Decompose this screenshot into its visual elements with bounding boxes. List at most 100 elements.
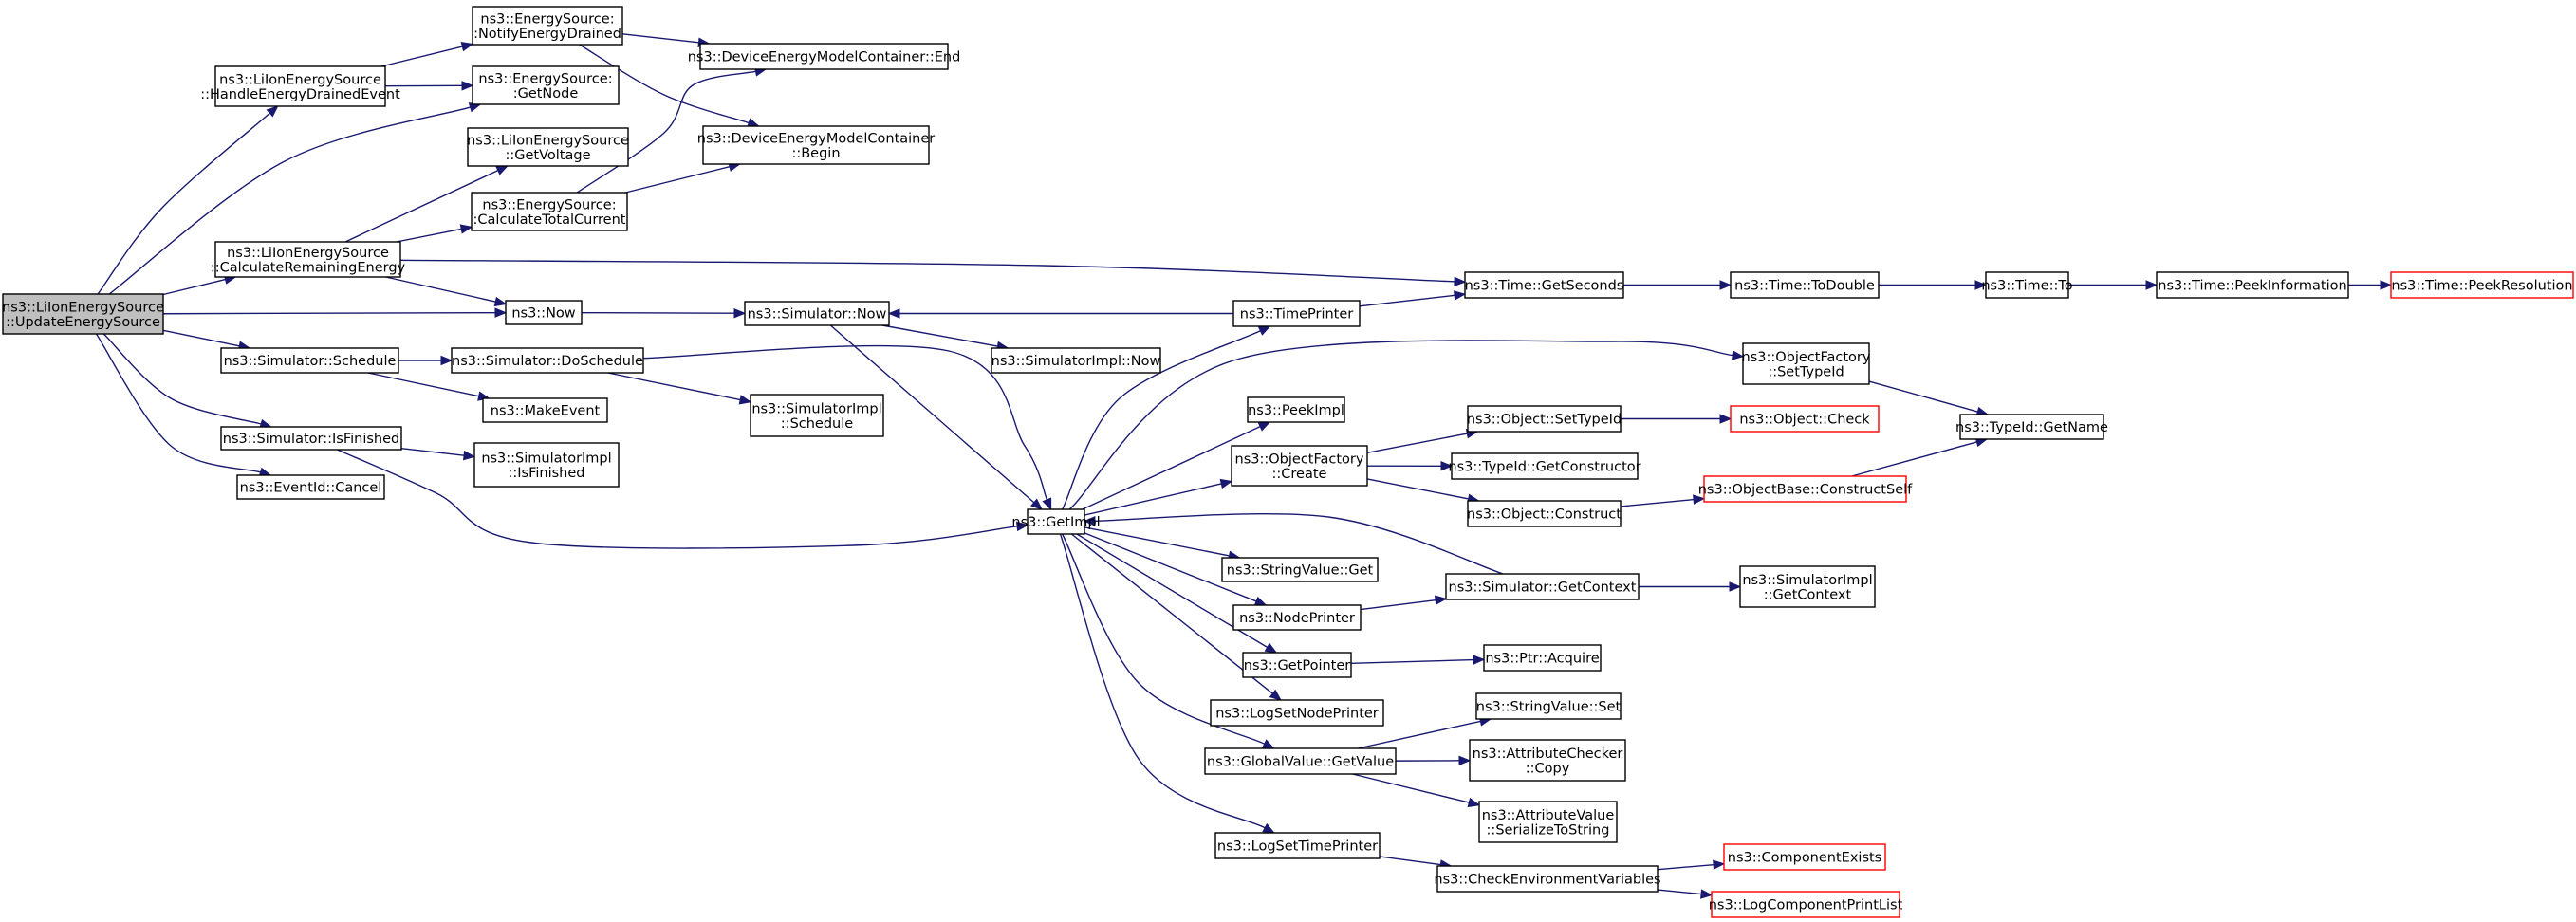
node-getseconds[interactable]: ns3::Time::GetSeconds [1464,271,1624,299]
node-root[interactable]: ns3::LiIonEnergySource::UpdateEnergySour… [2,293,164,335]
node-label: ns3::DeviceEnergyModelContainer [697,131,936,146]
node-timeprinter[interactable]: ns3::TimePrinter [1232,300,1361,327]
node-logcompprint[interactable]: ns3::LogComponentPrintList [1709,891,1903,918]
node-avser[interactable]: ns3::AttributeValue::SerializeToString [1478,801,1618,843]
arrowhead [1974,280,1988,290]
edge-calcrem-to-getseconds [399,259,1467,287]
node-acopy[interactable]: ns3::AttributeChecker::Copy [1469,739,1626,782]
node-label: ns3::AttributeChecker [1473,747,1623,762]
node-compexists[interactable]: ns3::ComponentExists [1723,843,1886,871]
node-label: ns3::Simulator::DoSchedule [452,354,643,369]
node-sisched[interactable]: ns3::SimulatorImpl::Schedule [750,394,884,437]
node-handle[interactable]: ns3::LiIonEnergySource::HandleEnergyDrai… [200,65,400,107]
arrowhead [733,307,747,319]
node-box [473,442,620,488]
node-objsettypeid[interactable]: ns3::Object::SetTypeId [1467,405,1622,433]
edge-dosched-to-sisched [607,372,752,405]
node-dmcend[interactable]: ns3::DeviceEnergyModelContainer::End [688,43,961,70]
edge-root-to-calcrem [162,274,237,296]
node-makeevent[interactable]: ns3::MakeEvent [482,397,608,423]
node-siminow[interactable]: ns3::SimulatorImpl::Now [991,347,1161,374]
arrowhead [494,307,508,318]
node-box [214,241,401,278]
node-objconstruct[interactable]: ns3::Object::Construct [1467,500,1622,527]
arrowhead [1700,889,1714,899]
edge-root-to-getnode [108,102,482,295]
node-now[interactable]: ns3::Now [505,300,583,325]
node-svget[interactable]: ns3::StringValue::Get [1221,557,1379,582]
node-nodeprinter[interactable]: ns3::NodePrinter [1232,604,1362,631]
node-ofcreate[interactable]: ns3::ObjectFactory::Create [1231,445,1368,487]
node-peekinfo[interactable]: ns3::Time::PeekInformation [2156,271,2349,299]
node-label: ns3::Object::Construct [1467,507,1622,523]
node-typeidgetname[interactable]: ns3::TypeId::GetName [1955,414,2108,440]
node-label: ns3::Object::Check [1739,413,1870,428]
edge-notify-to-dmcend [621,33,711,47]
node-simgetctx[interactable]: ns3::Simulator::GetContext [1445,573,1640,600]
node-label: ::GetContext [1764,587,1852,602]
edge-isfin-to-getimpl [337,449,1029,549]
node-logsetnode[interactable]: ns3::LogSetNodePrinter [1210,699,1384,727]
edge-root-to-sched [162,329,251,351]
node-box [1739,565,1876,608]
node-calctot[interactable]: ns3::EnergySource::CalculateTotalCurrent [471,192,628,231]
node-getnode[interactable]: ns3::EnergySource::GetNode [472,65,620,105]
node-todouble[interactable]: ns3::Time::ToDouble [1730,271,1880,299]
node-label: ns3::Time::PeekInformation [2158,279,2346,294]
node-label: ns3::SimulatorImpl [481,451,611,466]
arrowhead [2145,280,2159,290]
edge-dosched-to-getimpl [642,344,1052,511]
node-ptracquire[interactable]: ns3::Ptr::Acquire [1483,644,1602,672]
node-timeto[interactable]: ns3::Time::To [1981,271,2073,299]
node-dosched[interactable]: ns3::Simulator::DoSchedule [451,347,644,374]
edge-calcrem-to-getvolt [344,165,509,243]
edge-sched-to-makeevent [367,372,491,401]
node-box [1210,699,1384,727]
node-dmcbegin[interactable]: ns3::DeviceEnergyModelContainer::Begin [697,125,936,165]
node-siisfin[interactable]: ns3::SimulatorImpl::IsFinished [473,442,620,488]
node-peekimpl[interactable]: ns3::PeekImpl [1247,396,1345,423]
node-sched[interactable]: ns3::Simulator::Schedule [220,347,399,374]
node-box [1232,604,1362,631]
node-isfin[interactable]: ns3::Simulator::IsFinished [220,426,402,451]
arrowhead [1257,421,1271,432]
edge-timeprinter-to-getseconds [1359,290,1467,307]
node-getimpl[interactable]: ns3::GetImpl [1011,508,1101,535]
node-label: ns3::GlobalValue::GetValue [1207,755,1394,770]
edge-handle-to-getnode [384,81,474,91]
node-svset[interactable]: ns3::StringValue::Set [1475,692,1622,720]
node-ofsettypeid[interactable]: ns3::ObjectFactory::SetTypeId [1742,342,1871,385]
edge-simgetctx-to-getimpl [1083,512,1504,575]
node-objcheck[interactable]: ns3::Object::Check [1730,405,1880,433]
node-sigetctx[interactable]: ns3::SimulatorImpl::GetContext [1739,565,1876,608]
arrowhead [1467,797,1481,808]
node-typeidgetctor[interactable]: ns3::TypeId::GetConstructor [1448,452,1641,480]
node-box [1723,843,1886,871]
node-notify[interactable]: ns3::EnergySource::NotifyEnergyDrained [472,6,623,46]
node-box [1221,557,1379,582]
node-label: ns3::StringValue::Set [1476,700,1622,715]
node-peekres[interactable]: ns3::Time::PeekResolution [2390,271,2574,299]
arrowhead [1269,689,1283,701]
node-label: ns3::EventId::Cancel [240,481,382,496]
node-simnow[interactable]: ns3::Simulator::Now [744,301,890,326]
node-gvgetvalue[interactable]: ns3::GlobalValue::GetValue [1204,747,1397,775]
edge-getimpl-to-svget [1084,526,1241,561]
edge-ofcreate-to-objconstruct [1366,478,1480,504]
node-getpointer[interactable]: ns3::GetPointer [1242,652,1352,678]
edge-ofsettypeid-to-typeidgetname [1868,380,1990,416]
edge-timeto-to-peekinfo [2068,280,2159,290]
node-logsettime[interactable]: ns3::LogSetTimePrinter [1214,832,1381,859]
node-box [1730,405,1880,433]
node-constructself[interactable]: ns3::ObjectBase::ConstructSelf [1698,475,1913,503]
nodes-layer: ns3::LiIonEnergySource::UpdateEnergySour… [2,6,2574,918]
node-label: :GetNode [513,86,579,101]
node-label: ns3::LogSetNodePrinter [1215,707,1379,722]
node-cancel[interactable]: ns3::EventId::Cancel [236,474,385,500]
edge-constructself-to-typeidgetname [1851,436,1989,477]
node-checkenv[interactable]: ns3::CheckEnvironmentVariables [1434,865,1661,893]
edge-simgetctx-to-sigetctx [1639,581,1742,592]
node-box [1027,508,1085,535]
node-getvolt[interactable]: ns3::LiIonEnergySource::GetVoltage [467,127,629,167]
node-calcrem[interactable]: ns3::LiIonEnergySource::CalculateRemaini… [211,241,406,278]
